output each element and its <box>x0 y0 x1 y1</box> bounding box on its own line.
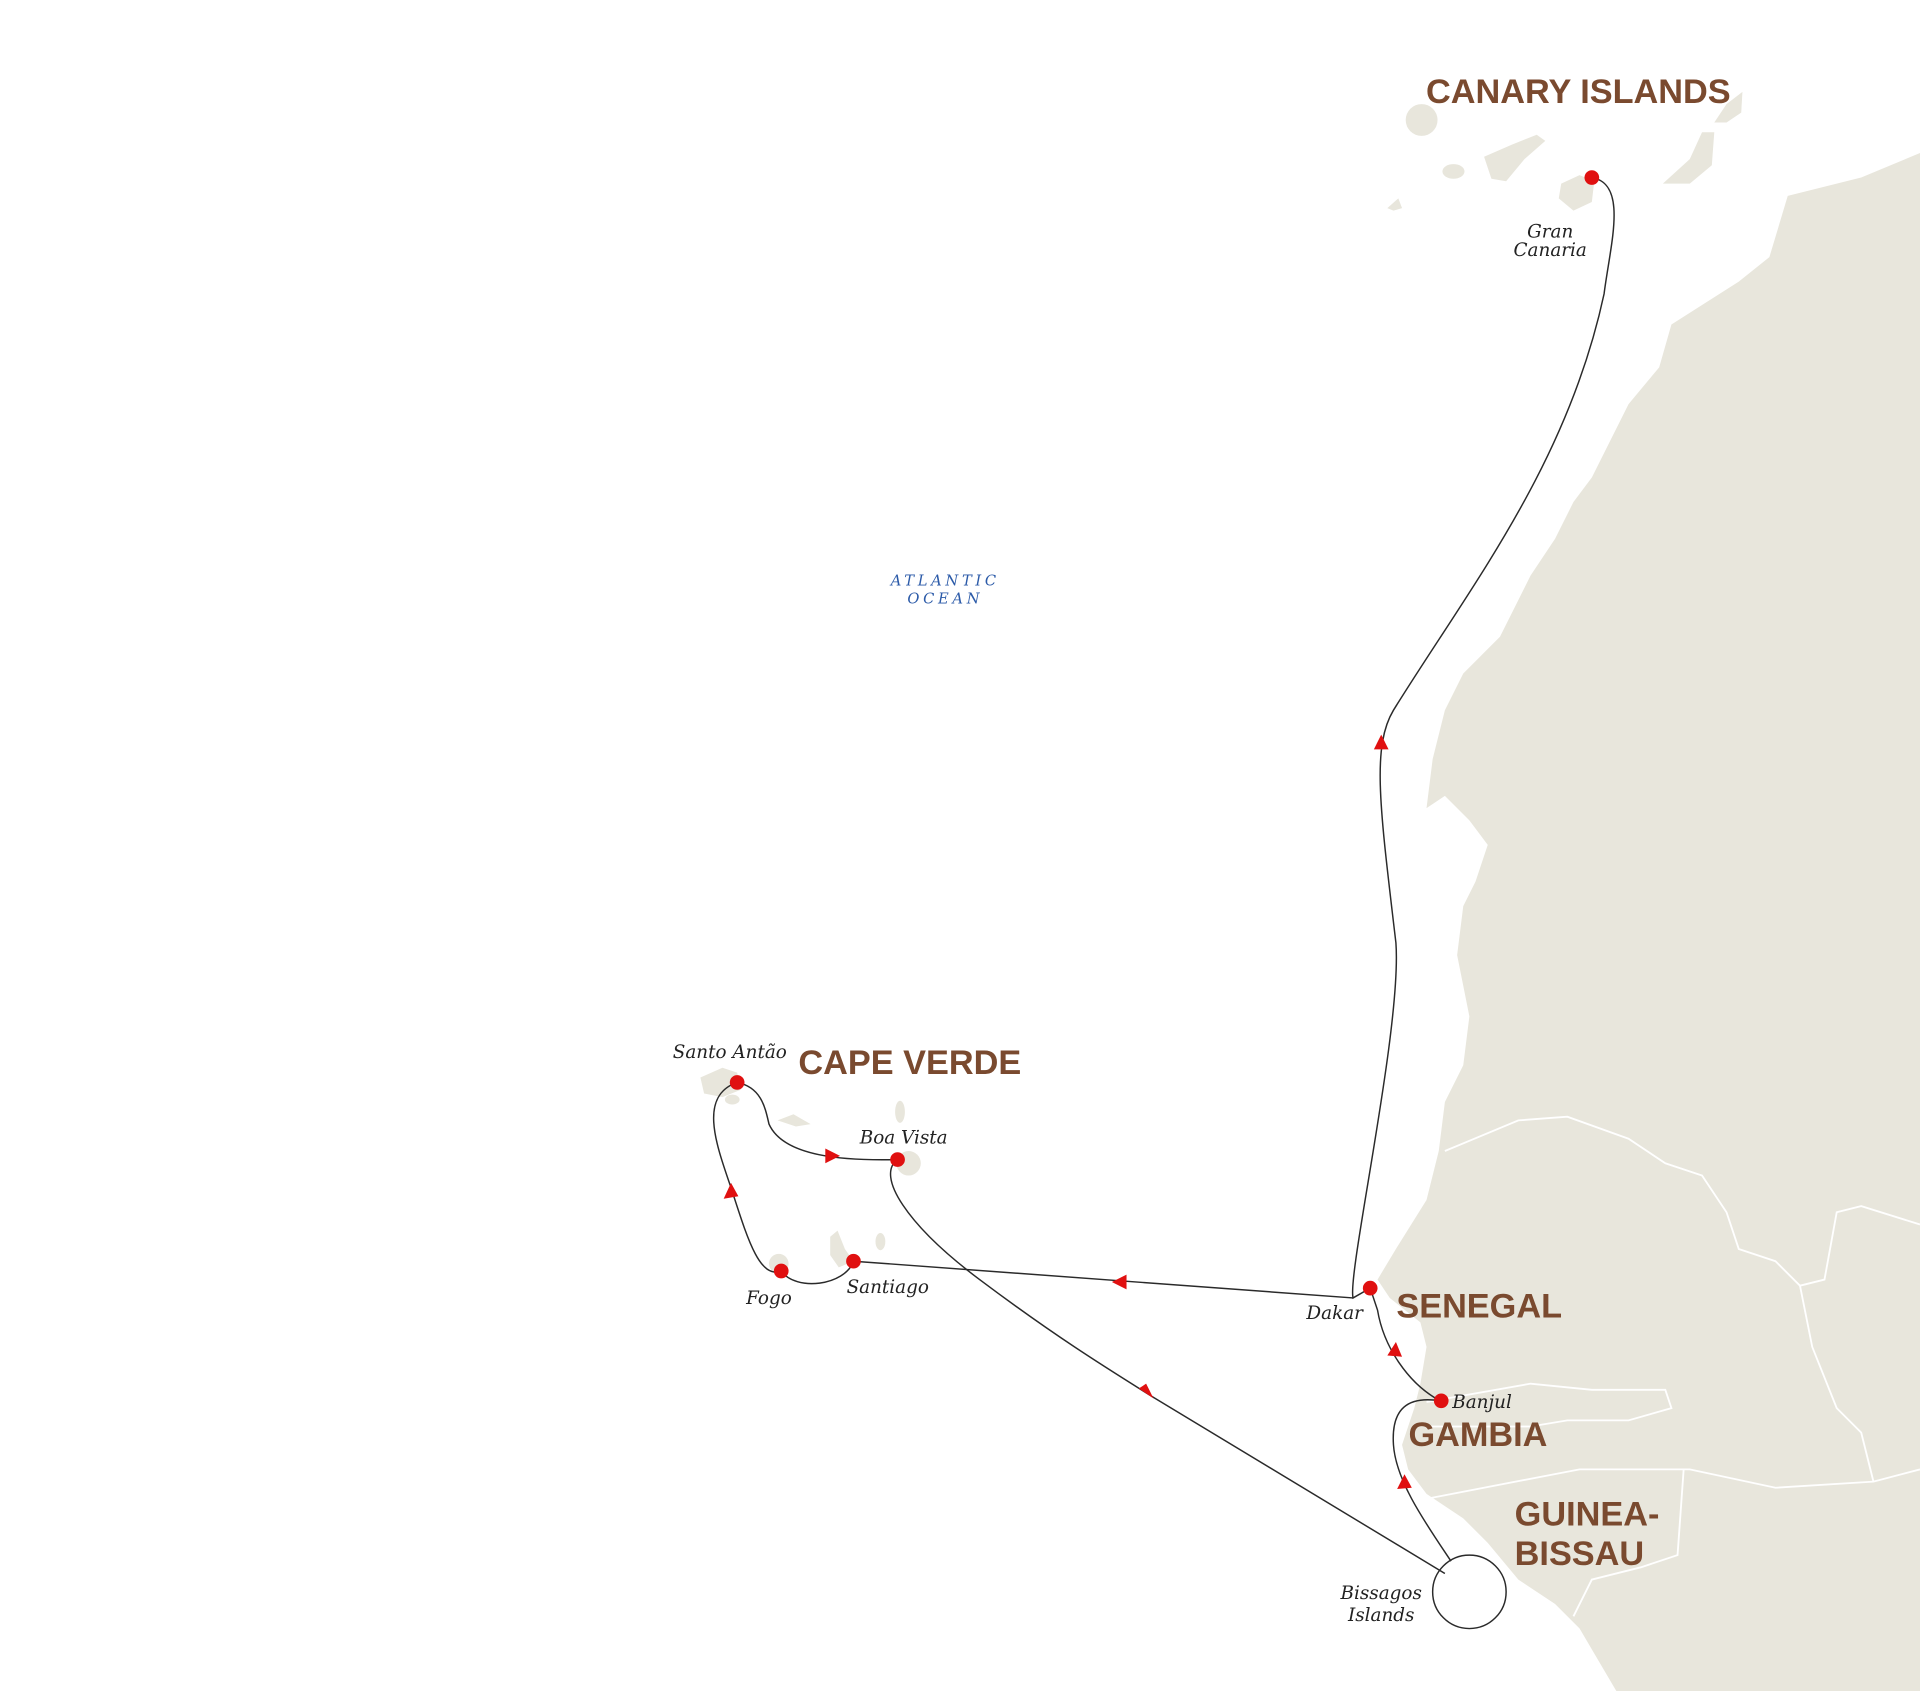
route-dakar-santiago <box>853 1260 1354 1299</box>
region-label-gambia: GAMBIA <box>1408 1416 1547 1454</box>
bissagos-circle <box>1431 1554 1507 1630</box>
port-label-bissagos-line1: Bissagos <box>1340 1583 1422 1604</box>
gambia-border <box>1426 1382 1673 1428</box>
route-banjul-dakar <box>1369 1287 1441 1402</box>
arrow-icon <box>1111 1274 1127 1290</box>
port-marker-boa-vista[interactable] <box>890 1152 905 1167</box>
port-markers <box>729 170 1600 1409</box>
port-marker-santiago[interactable] <box>846 1253 861 1269</box>
region-label-cape-verde: CAPE VERDE <box>798 1044 1021 1082</box>
port-label-bissagos-line2: Islands <box>1347 1605 1415 1626</box>
port-marker-banjul[interactable] <box>1433 1393 1449 1409</box>
guinea-bissau-border <box>1420 1468 1920 1617</box>
route-arrows <box>723 734 1412 1489</box>
canary-islands-land <box>1387 91 1743 211</box>
africa-mainland <box>1377 153 1920 1691</box>
route-bissagos-banjul <box>1392 1399 1452 1562</box>
labels: ATLANTIC OCEAN CANARY ISLANDS CAPE VERDE… <box>673 73 1731 1626</box>
cape-verde-islands-land <box>700 1067 921 1274</box>
ocean-label-line1: ATLANTIC <box>889 572 1000 589</box>
port-marker-gran-canaria[interactable] <box>1584 170 1600 185</box>
route-santiago-fogo <box>780 1260 855 1285</box>
route-santo-antao-boa-vista <box>737 1081 898 1161</box>
route-gran-canaria-dakar <box>1351 176 1615 1300</box>
region-label-senegal: SENEGAL <box>1396 1288 1562 1326</box>
region-label-guinea-bissau-line1: GUINEA- <box>1515 1496 1660 1534</box>
port-label-gran-canaria-line2: Canaria <box>1514 240 1587 261</box>
arrow-icon <box>1373 734 1389 750</box>
region-label-canary-islands: CANARY ISLANDS <box>1426 73 1731 111</box>
region-label-guinea-bissau-line2: BISSAU <box>1515 1535 1644 1573</box>
route-fogo-santo-antao <box>712 1081 782 1273</box>
arrow-icon <box>723 1182 739 1199</box>
port-label-boa-vista: Boa Vista <box>859 1128 948 1149</box>
arrow-icon <box>825 1148 841 1164</box>
route-boa-vista-bissagos <box>889 1158 1446 1575</box>
senegal-border <box>1444 1115 1920 1287</box>
port-label-santo-antao: Santo Antão <box>673 1042 787 1063</box>
port-marker-fogo[interactable] <box>773 1263 789 1279</box>
port-label-banjul: Banjul <box>1451 1392 1512 1413</box>
port-label-dakar: Dakar <box>1305 1303 1364 1324</box>
port-label-fogo: Fogo <box>745 1288 792 1309</box>
ocean-label-line2: OCEAN <box>907 591 983 608</box>
port-marker-santo-antao[interactable] <box>729 1075 745 1090</box>
arrow-icon <box>1397 1474 1412 1489</box>
arrow-icon <box>1138 1383 1154 1399</box>
arrow-icon <box>1387 1342 1403 1357</box>
port-label-gran-canaria-line1: Gran <box>1527 222 1573 243</box>
port-label-santiago: Santiago <box>847 1277 929 1298</box>
port-marker-dakar[interactable] <box>1362 1280 1378 1296</box>
